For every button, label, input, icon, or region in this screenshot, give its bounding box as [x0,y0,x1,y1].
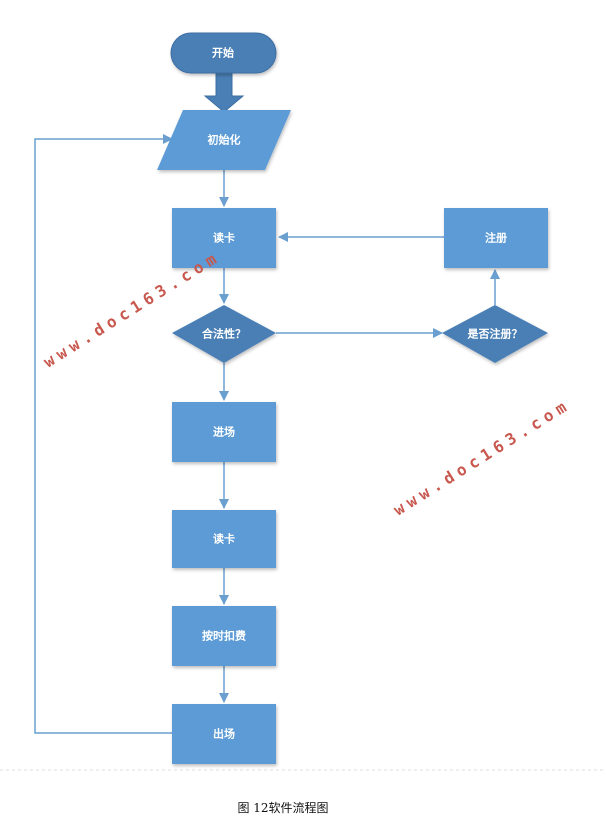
node-read-card-1-label: 读卡 [213,231,235,245]
node-start: 开始 [170,32,277,74]
node-init-label: 初始化 [208,133,241,147]
figure-caption: 图 12软件流程图 [237,801,329,815]
node-valid-check: 合法性？ [172,305,276,363]
watermark-right: www.doc163.com [390,395,574,520]
arrow-exit-loop-to-init [34,134,173,734]
node-exit-label: 出场 [213,727,235,741]
node-charge-by-time-label: 按时扣费 [202,629,246,643]
node-read-card-2-label: 读卡 [213,532,235,546]
connectors [34,134,500,734]
watermark-left: www.doc163.com [40,247,224,372]
node-register: 注册 [444,208,548,268]
node-exit: 出场 [172,704,276,764]
node-charge-by-time: 按时扣费 [172,606,276,666]
node-read-card-1: 读卡 [172,208,276,268]
start-down-arrow [203,71,245,113]
node-init: 初始化 [157,110,291,170]
node-register-label: 注册 [485,231,507,245]
node-read-card-2: 读卡 [172,510,276,568]
node-is-registered: 是否注册？ [442,305,548,363]
node-start-label: 开始 [212,46,234,60]
node-enter-label: 进场 [213,425,235,439]
node-valid-check-label: 合法性？ [202,327,246,341]
node-enter: 进场 [172,402,276,462]
node-is-registered-label: 是否注册？ [467,327,523,341]
